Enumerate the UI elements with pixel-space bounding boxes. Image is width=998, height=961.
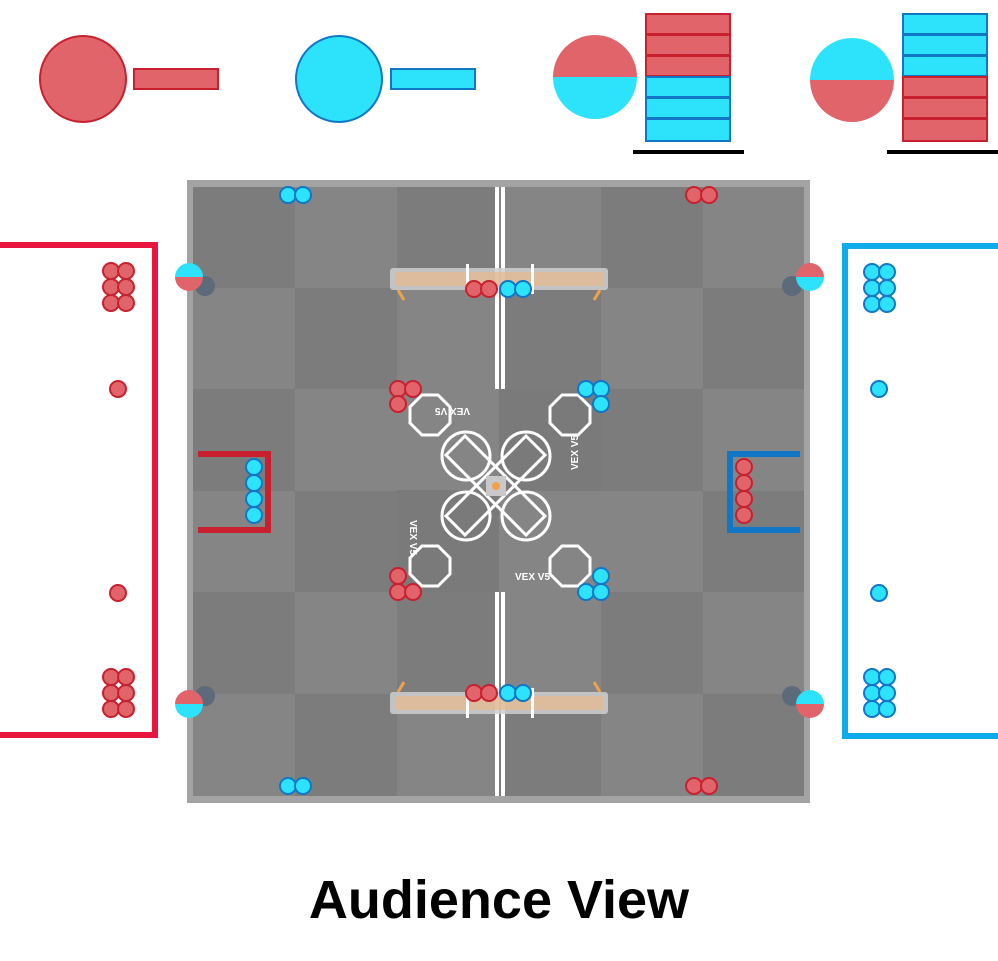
legend <box>39 13 998 154</box>
stack-base-line <box>633 150 744 154</box>
red-park-zone <box>198 451 271 533</box>
red-ring-icon <box>39 35 127 123</box>
center-x-goal <box>440 430 552 542</box>
blue-over-red-stack-legend <box>810 13 998 154</box>
field-red-rings <box>389 186 753 795</box>
corner-ring-blue-red <box>796 690 824 718</box>
blue-block-icon <box>390 68 476 90</box>
corner-ring-red-blue <box>175 690 203 718</box>
red-over-blue-stack-legend <box>553 13 744 154</box>
mat-branding: VEX V5 <box>407 520 418 555</box>
bottom-long-goal <box>390 681 608 718</box>
red-ring-and-block-legend <box>39 35 219 123</box>
blue-park-zone <box>727 451 800 533</box>
blue-half-disc-icon <box>553 77 637 119</box>
red-station-rings <box>102 262 135 718</box>
corner-ring-blue-red <box>796 263 824 291</box>
blue-alliance-station <box>842 243 998 739</box>
red-alliance-station <box>0 242 158 738</box>
mat-octagons <box>408 393 592 588</box>
red-half-disc-icon <box>810 80 894 122</box>
diagram-caption: Audience View <box>308 870 690 930</box>
field-blue-rings <box>245 186 610 795</box>
top-long-goal <box>390 264 608 301</box>
corner-ring-red-blue <box>175 263 203 291</box>
red-block-icon <box>133 68 219 90</box>
mat-branding: VEX V5 <box>570 435 581 470</box>
blue-ring-and-block-legend <box>295 35 476 123</box>
center-goal-hub <box>486 476 506 496</box>
blue-station-rings <box>863 263 896 718</box>
red-half-disc-icon <box>553 35 637 77</box>
foam-tiles <box>193 187 804 796</box>
mat-branding: VEX V5 <box>435 405 470 416</box>
block-stack-icon <box>902 13 988 142</box>
block-stack-icon <box>645 13 731 142</box>
mat-branding: VEX V5 <box>515 572 550 583</box>
blue-half-disc-icon <box>810 38 894 80</box>
field: VEX V5 VEX V5 VEX V5 VEX V5 <box>175 180 824 803</box>
blue-ring-icon <box>295 35 383 123</box>
stack-base-line <box>887 150 998 154</box>
